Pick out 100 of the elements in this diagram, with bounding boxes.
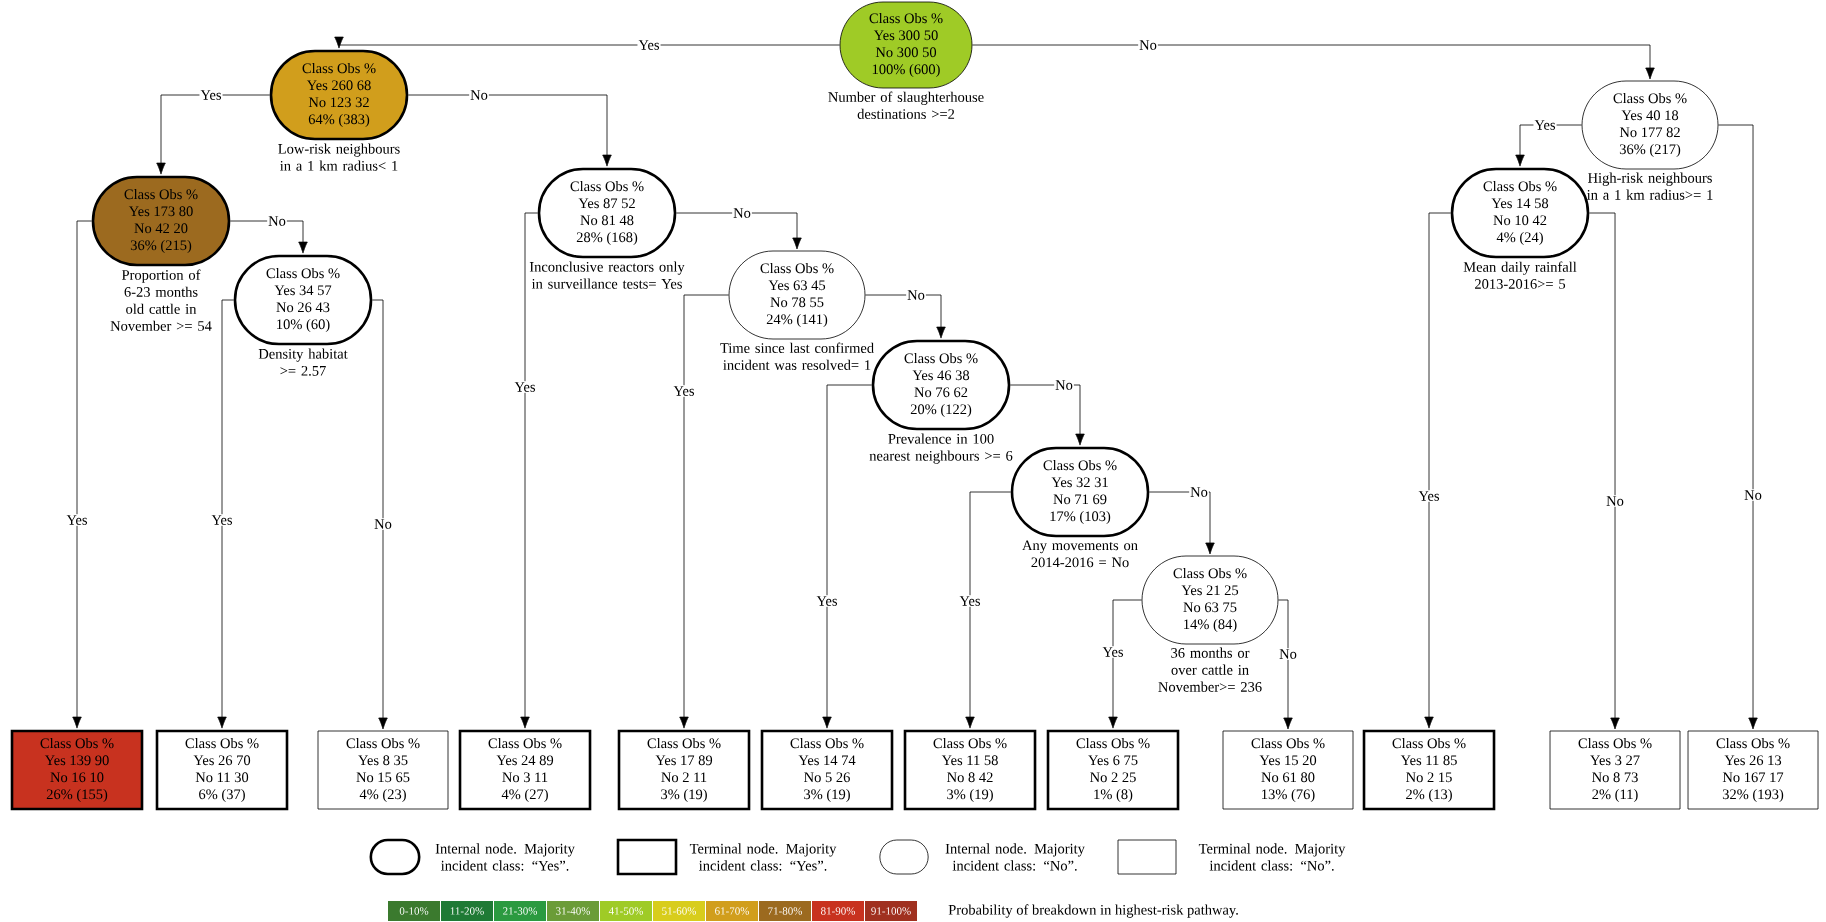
leaf-node: Class Obs % Yes 11 85 No 2 15 2% (13)	[1362, 729, 1496, 811]
edge-label: No	[1189, 486, 1209, 498]
node-label: No 26 43	[276, 302, 330, 313]
leaf-node: Class Obs % Yes 3 27 No 8 73 2% (11)	[1549, 730, 1681, 810]
edge-label: Yes	[65, 514, 89, 526]
arrow	[217, 299, 235, 729]
edge-label: Yes	[513, 381, 537, 393]
decision-node: Class Obs % Yes 63 45 No 78 55 24% (141)	[728, 250, 866, 340]
node-label: Class Obs %	[904, 352, 978, 364]
edge-label: No	[469, 89, 489, 101]
node-label: Class Obs %	[124, 188, 198, 200]
legend-text: Internal node. Majority incident class: “Yes”.	[435, 843, 575, 871]
edge-label: No	[1054, 379, 1074, 391]
node-label: Yes 87 52	[578, 198, 635, 209]
node-label: Class Obs %	[302, 62, 376, 74]
condition-text: High-risk neighbours in a 1 km radius>= 1	[1586, 172, 1713, 200]
node-label: Class Obs %	[266, 267, 340, 279]
node-label: No 177 82	[1619, 127, 1680, 138]
node-label: No 76 62	[914, 387, 968, 398]
arrow	[334, 36, 840, 49]
node-label: Yes 63 45	[768, 280, 826, 291]
edge-label: Yes	[199, 89, 223, 101]
node-label: 10% (60)	[277, 318, 330, 333]
edge-label: No	[267, 215, 287, 227]
legend-text: Terminal node. Majority incident class: “No”.	[1198, 843, 1346, 871]
arrow	[229, 220, 308, 254]
node-label: Yes 32 31	[1051, 477, 1108, 488]
condition-text: Mean daily rainfall 2013-2016>= 5	[1463, 261, 1577, 289]
arrow	[679, 294, 729, 729]
edge-label: Yes	[672, 385, 696, 397]
legend-text: Internal node. Majority incident class: “No”.	[945, 843, 1085, 871]
arrow	[865, 294, 946, 339]
leaf-node: Class Obs % Yes 8 35 No 15 65 4% (23)	[317, 730, 449, 810]
leaf-node: Class Obs % Yes 24 89 No 3 11 4% (27)	[458, 729, 592, 811]
leaf-node: Class Obs % Yes 14 74 No 5 26 3% (19)	[760, 729, 894, 811]
node-label: Class Obs %	[1043, 459, 1117, 471]
edge-label: Yes	[1417, 490, 1441, 502]
node-label: 64% (383)	[308, 113, 370, 128]
node-label: Class Obs %	[570, 180, 644, 192]
node-label: 4% (24)	[1496, 231, 1543, 246]
edge-label: No	[1743, 489, 1763, 501]
leaf-node: Class Obs % Yes 26 70 No 11 30 6% (37)	[155, 729, 289, 811]
decision-node: Class Obs % Yes 300 50 No 300 50 100% (600)	[839, 1, 973, 89]
decision-node: Class Obs % Yes 40 18 No 177 82 36% (217)	[1581, 80, 1719, 170]
node-label: 20% (122)	[910, 403, 972, 418]
edge-label: Yes	[1533, 119, 1557, 131]
edge-label: No	[732, 207, 752, 219]
arrow	[1009, 384, 1085, 446]
condition-text: Density habitat >= 2.57	[258, 348, 348, 376]
edge-label: Yes	[210, 514, 234, 526]
node-label: No 42 20	[134, 223, 188, 234]
arrow	[1424, 212, 1452, 729]
arrow	[156, 94, 271, 175]
leaf-node: Class Obs % Yes 6 75 No 2 25 1% (8)	[1046, 729, 1180, 811]
note-text: Probability of breakdown in highest-risk pathway.	[948, 904, 1238, 918]
node-label: Class Obs %	[760, 262, 834, 274]
node-label: 28% (168)	[576, 231, 638, 246]
edge-label: No	[373, 518, 393, 530]
node-label: Yes 21 25	[1181, 585, 1239, 596]
arrow	[371, 299, 388, 730]
arrow	[72, 220, 93, 729]
condition-text: Low-risk neighbours in a 1 km radius< 1	[278, 143, 400, 171]
node-label: 100% (600)	[872, 63, 940, 78]
condition-text: Proportion of 6-23 months old cattle in November >= 54	[110, 269, 212, 331]
edge-label: No	[1605, 495, 1625, 507]
node-label: Yes 173 80	[128, 206, 193, 217]
edge-label: Yes	[815, 595, 839, 607]
node-label: Yes 14 58	[1491, 198, 1549, 209]
edge-label: No	[906, 289, 926, 301]
arrow	[1718, 124, 1758, 730]
node-label: No 10 42	[1493, 215, 1547, 226]
node-label: 17% (103)	[1050, 510, 1111, 525]
node-label: Yes 34 57	[274, 285, 332, 296]
node-label: 24% (141)	[766, 313, 828, 328]
node-label: 36% (215)	[130, 239, 192, 254]
node-label: No 123 32	[308, 97, 369, 108]
node-label: 36% (217)	[1619, 143, 1681, 158]
legend-text: Terminal node. Majority incident class: “Yes”.	[689, 843, 837, 871]
node-label: Class Obs %	[1173, 567, 1247, 579]
node-label: No 63 75	[1183, 602, 1237, 613]
arrow	[822, 384, 873, 729]
edge-label: Yes	[637, 39, 661, 51]
condition-text: Inconclusive reactors only in surveillance tests= Yes	[529, 261, 685, 289]
condition-text: 36 months or over cattle in November>= 236	[1158, 647, 1262, 692]
decision-node: Class Obs % Yes 173 80 No 42 20 36% (215)	[91, 175, 231, 267]
decision-node: Class Obs % Yes 21 25 No 63 75 14% (84)	[1141, 555, 1279, 645]
arrow	[675, 212, 802, 250]
arrow	[972, 44, 1655, 80]
arrow	[1108, 599, 1142, 729]
leaf-node: Class Obs % Yes 11 58 No 8 42 3% (19)	[903, 729, 1037, 811]
leaf-node: Class Obs % Yes 26 13 No 167 17 32% (193)	[1687, 730, 1819, 810]
node-label: No 78 55	[770, 297, 824, 308]
edge-label: No	[1138, 39, 1158, 51]
decision-node: Class Obs % Yes 260 68 No 123 32 64% (383)	[269, 49, 409, 141]
node-label: No 300 50	[875, 47, 937, 58]
decision-node: Class Obs % Yes 34 57 No 26 43 10% (60)	[233, 254, 373, 346]
edge-label: Yes	[958, 595, 982, 607]
arrow	[965, 491, 1012, 729]
leaf-node: Class Obs % Yes 139 90 No 16 10 26% (155)	[10, 729, 144, 811]
node-label: Yes 40 18	[1621, 110, 1679, 121]
